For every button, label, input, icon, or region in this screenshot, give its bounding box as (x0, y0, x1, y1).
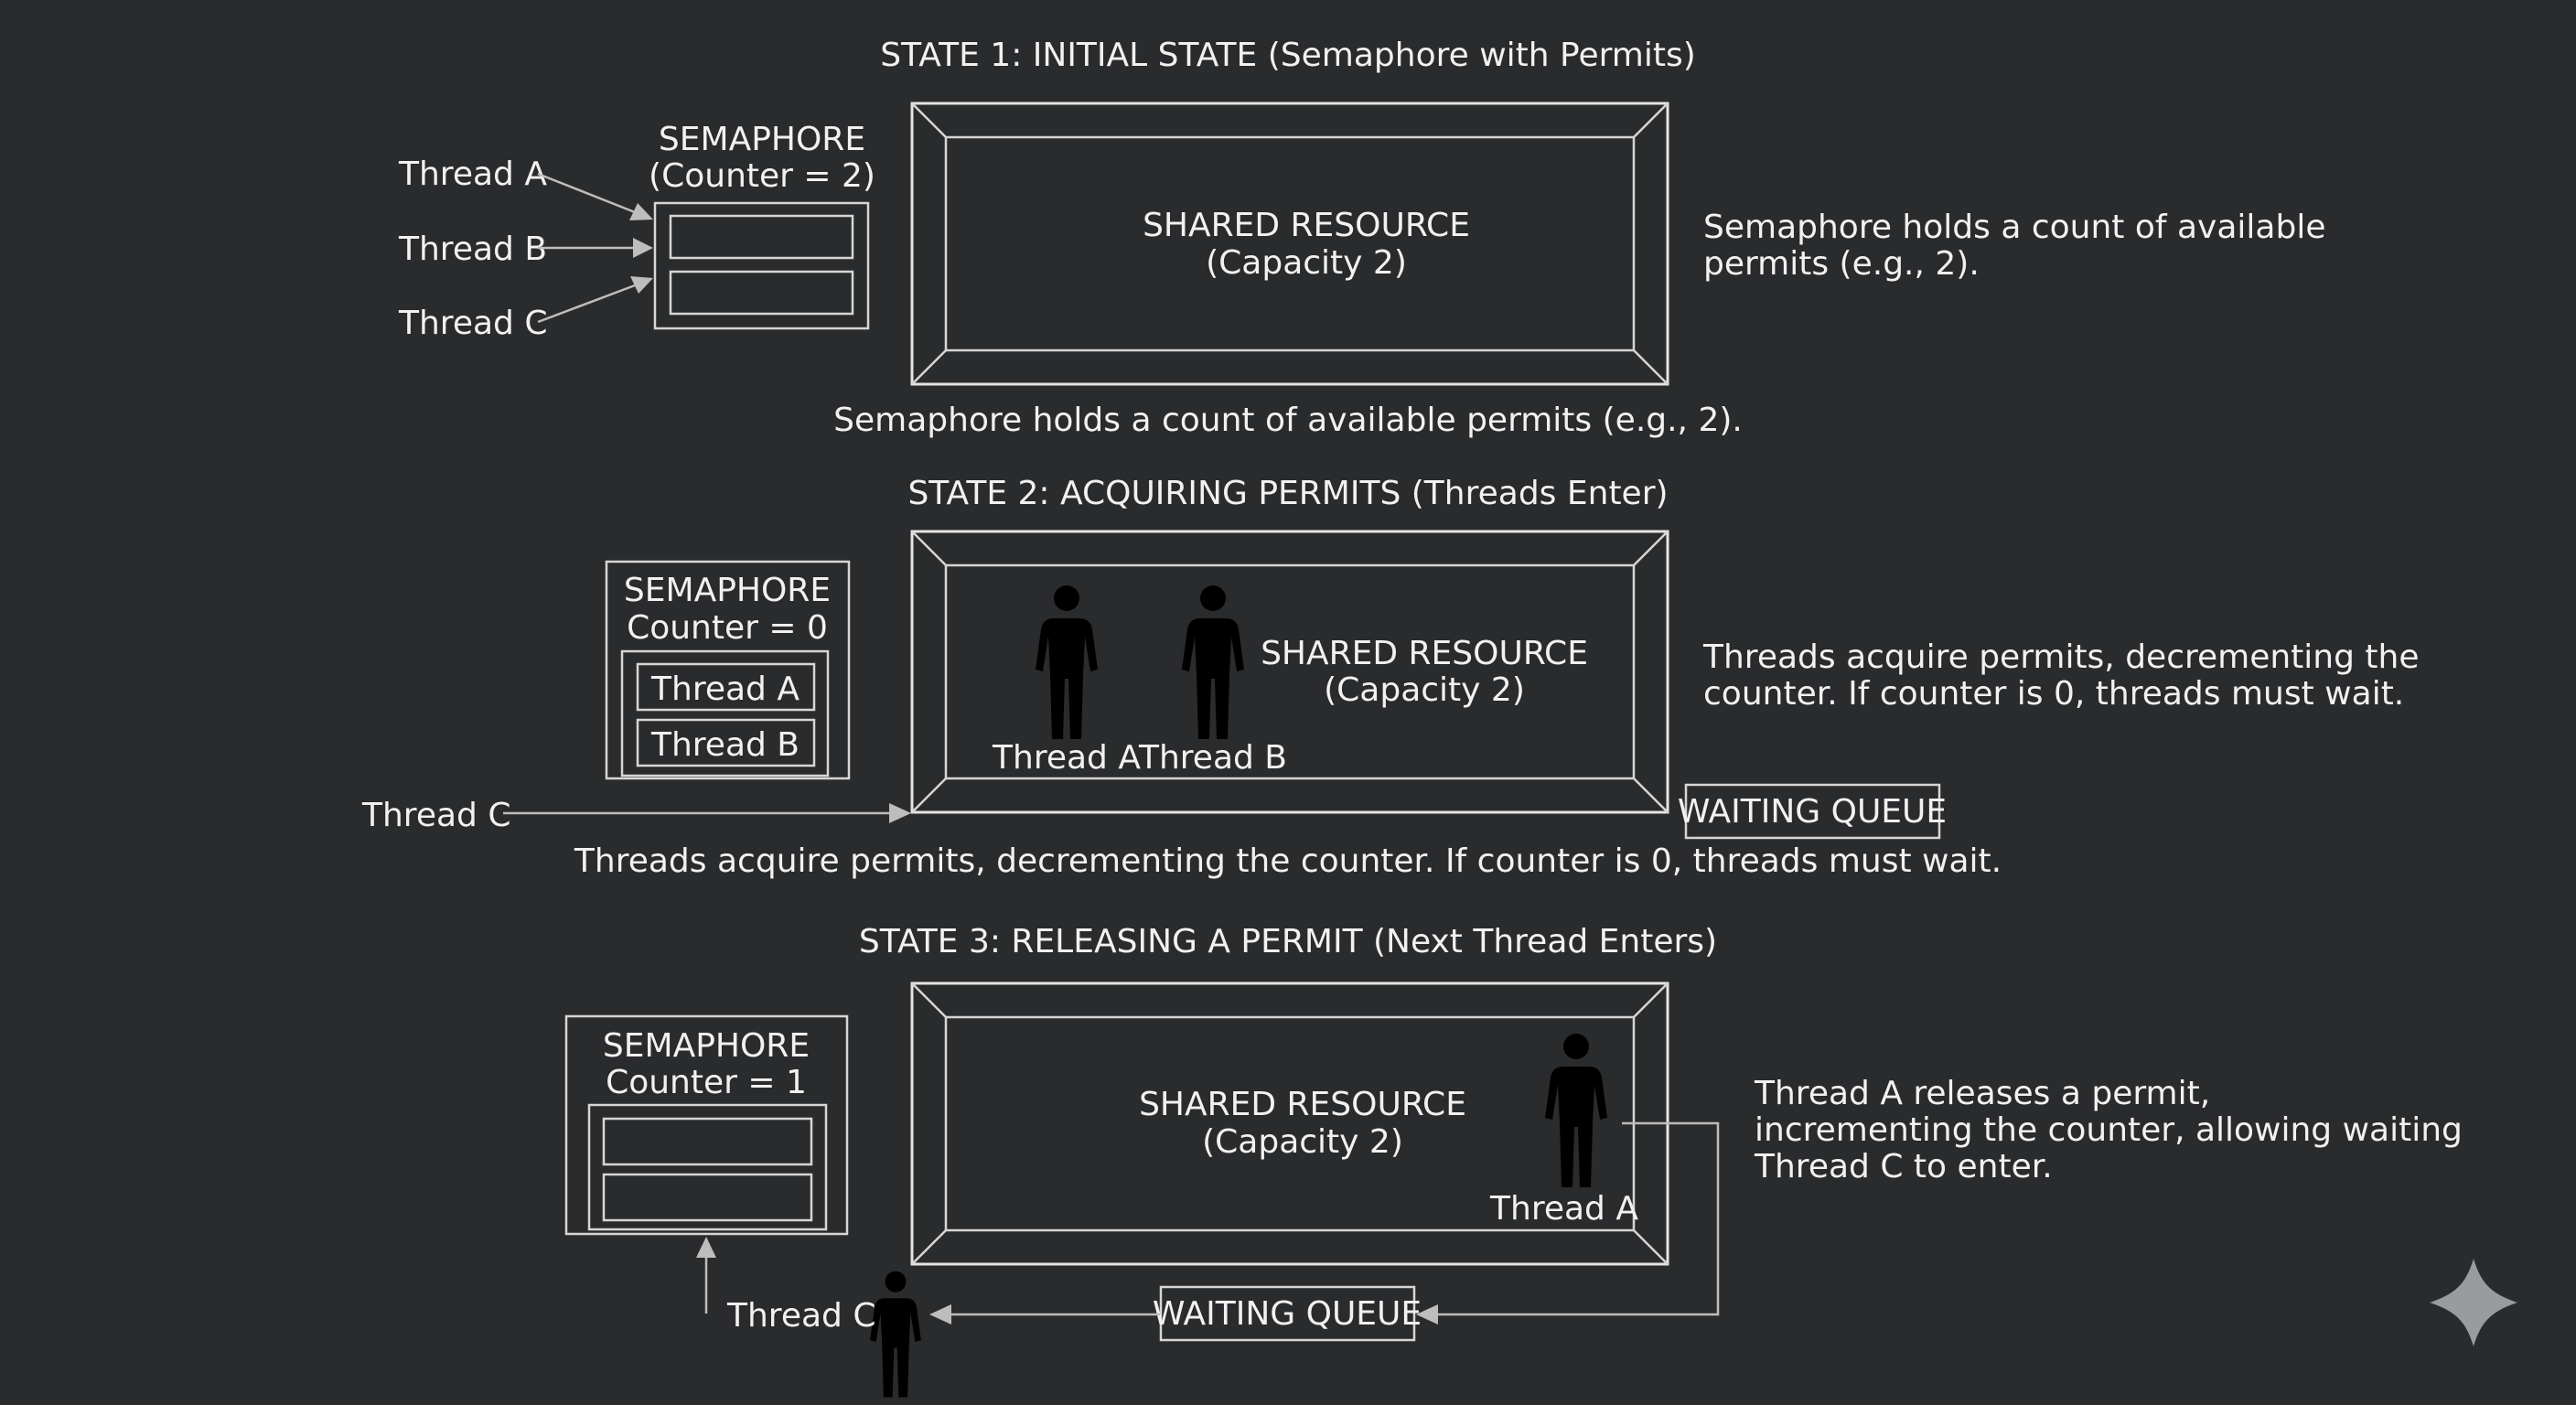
state-3-person-thread-a-icon (1545, 1034, 1607, 1187)
state-2-slot-thread-a: Thread A (650, 670, 800, 708)
state-3-release-path (1436, 1121, 1720, 1316)
state-3-person-thread-c-icon (870, 1271, 921, 1398)
state-2-person-thread-b-icon (1182, 585, 1244, 739)
state-2-resource-capacity: (Capacity 2) (1324, 671, 1525, 709)
state-3-waiting-queue-box (1159, 1285, 1416, 1342)
state-1-resource-capacity: (Capacity 2) (1206, 244, 1407, 282)
state-1-resource-title: SHARED RESOURCE (1143, 207, 1470, 244)
state-1-semaphore-box (653, 201, 870, 330)
state-3-waiting-queue: WAITING QUEUE (1153, 1295, 1422, 1333)
state-1-permit-slot-1 (669, 214, 854, 260)
state-3-title: STATE 3: RELEASING A PERMIT (Next Thread… (859, 923, 1717, 960)
state-1-semaphore-title: SEMAPHORE (659, 121, 865, 158)
state-1-semaphore-counter: (Counter = 2) (649, 157, 875, 195)
state-2-slot-thread-b: Thread B (650, 726, 800, 764)
state-2-shared-resource (910, 530, 1669, 814)
state-2-thread-c: Thread C (361, 797, 510, 834)
state-3-thread-c: Thread C (726, 1297, 875, 1335)
state-3: STATE 3: RELEASING A PERMIT (Next Thread… (564, 923, 2463, 1398)
sparkle-icon (2430, 1259, 2517, 1346)
state-2-caption: Threads acquire permits, decrementing th… (574, 842, 2002, 880)
state-1-permit-slot-2 (669, 270, 854, 316)
state-2: STATE 2: ACQUIRING PERMITS (Threads Ente… (361, 475, 2420, 880)
state-1-thread-a: Thread A (398, 156, 547, 193)
state-2-semaphore-counter: Counter = 0 (627, 609, 828, 647)
state-2-waiting-queue-box (1684, 783, 1941, 840)
state-1-shared-resource (910, 102, 1669, 386)
state-3-resource-capacity: (Capacity 2) (1202, 1123, 1403, 1161)
state-2-person-thread-a-icon (1036, 585, 1098, 739)
state-2-permit-slot-2 (636, 718, 816, 767)
state-3-permit-slot-2 (602, 1173, 813, 1222)
state-3-side-note-line-1: Thread A releases a permit, (1754, 1075, 2210, 1112)
state-1-thread-c: Thread C (398, 305, 547, 342)
state-3-side-note-line-2: incrementing the counter, allowing waiti… (1755, 1111, 2463, 1149)
state-2-resource-title: SHARED RESOURCE (1261, 635, 1588, 672)
state-1-title: STATE 1: INITIAL STATE (Semaphore with P… (880, 37, 1696, 74)
state-3-side-note-line-3: Thread C to enter. (1754, 1148, 2053, 1185)
state-2-title: STATE 2: ACQUIRING PERMITS (Threads Ente… (907, 475, 1668, 512)
state-2-side-note-line-2: counter. If counter is 0, threads must w… (1703, 675, 2404, 713)
state-3-semaphore-counter: Counter = 1 (606, 1064, 807, 1101)
state-1: STATE 1: INITIAL STATE (Semaphore with P… (398, 37, 2325, 439)
state-2-permit-slot-1 (636, 662, 816, 712)
state-1-side-note-line-2: permits (e.g., 2). (1703, 245, 1980, 283)
state-1-side-note-line-1: Semaphore holds a count of available (1703, 209, 2325, 246)
state-2-semaphore-title: SEMAPHORE (624, 572, 831, 609)
state-2-semaphore-box (605, 560, 851, 780)
state-3-semaphore-title: SEMAPHORE (603, 1027, 810, 1065)
state-1-thread-b: Thread B (398, 231, 547, 268)
state-3-person-label-a: Thread A (1489, 1190, 1638, 1228)
state-3-semaphore-box (564, 1014, 849, 1236)
state-1-arrows (537, 172, 653, 324)
state-2-person-label-b: Thread B (1138, 739, 1287, 777)
state-2-person-label-a: Thread A (992, 739, 1141, 777)
state-2-side-note-line-1: Threads acquire permits, decrementing th… (1702, 638, 2420, 676)
state-2-waiting-queue: WAITING QUEUE (1678, 793, 1947, 831)
state-3-permit-slot-1 (602, 1117, 813, 1166)
state-3-resource-title: SHARED RESOURCE (1139, 1086, 1466, 1123)
state-1-caption: Semaphore holds a count of available per… (833, 402, 1743, 439)
